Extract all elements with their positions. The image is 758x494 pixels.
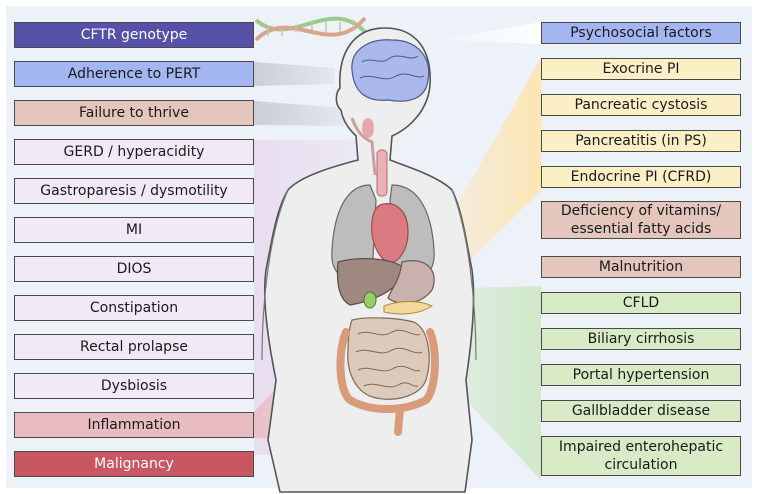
- factor-label: Deficiency of vitamins/ essential fatty …: [560, 203, 722, 237]
- factor-label: Inflammation: [87, 417, 181, 433]
- arm-left: [261, 189, 289, 361]
- factor-constipation: Constipation: [14, 295, 254, 321]
- rectum: [394, 404, 404, 436]
- factor-dysbiosis: Dysbiosis: [14, 373, 254, 399]
- factor-label: GERD / hyperacidity: [63, 144, 205, 160]
- beam-failure-to-thrive: [254, 101, 345, 126]
- factor-label: Pancreatitis (in PS): [575, 133, 707, 149]
- colon: [336, 328, 439, 413]
- factor-pancreatic-cystosis: Pancreatic cystosis: [541, 94, 741, 116]
- factor-cftr-genotype: CFTR genotype: [14, 22, 254, 48]
- dna-icon: [254, 16, 367, 42]
- factor-adherence-to-pert: Adherence to PERT: [14, 61, 254, 87]
- factor-malignancy: Malignancy: [14, 451, 254, 477]
- factor-portal-hypertension: Portal hypertension: [541, 364, 741, 386]
- factor-endocrine-pi: Endocrine PI (CFRD): [541, 166, 741, 188]
- factor-enterohepatic-circulation: Impaired enterohepatic circulation: [541, 436, 741, 476]
- factor-label: Adherence to PERT: [67, 66, 201, 82]
- factor-label: MI: [125, 222, 143, 238]
- gallbladder: [363, 291, 377, 309]
- factor-gallbladder-disease: Gallbladder disease: [541, 400, 741, 422]
- factor-cfld: CFLD: [541, 292, 741, 314]
- airway: [350, 117, 377, 176]
- factor-gerd: GERD / hyperacidity: [14, 139, 254, 165]
- factor-label: Biliary cirrhosis: [587, 331, 695, 347]
- factor-vitamin-deficiency: Deficiency of vitamins/ essential fatty …: [541, 201, 741, 239]
- factor-mi: MI: [14, 217, 254, 243]
- factor-label: Dysbiosis: [100, 378, 168, 394]
- factor-failure-to-thrive: Failure to thrive: [14, 100, 254, 126]
- pancreas: [383, 301, 433, 315]
- liver: [336, 258, 405, 306]
- factor-label: Malnutrition: [598, 259, 684, 275]
- factor-rectal-prolapse: Rectal prolapse: [14, 334, 254, 360]
- brain: [351, 39, 430, 102]
- factor-dios: DIOS: [14, 256, 254, 282]
- factor-gastroparesis: Gastroparesis / dysmotility: [14, 178, 254, 204]
- factor-malnutrition: Malnutrition: [541, 256, 741, 278]
- factor-psychosocial: Psychosocial factors: [541, 22, 741, 44]
- factor-label: Psychosocial factors: [570, 25, 712, 41]
- factor-label: DIOS: [116, 261, 152, 277]
- factor-label: Failure to thrive: [79, 105, 189, 121]
- beam-pert: [254, 62, 335, 86]
- factor-pancreatitis: Pancreatitis (in PS): [541, 130, 741, 152]
- factor-label: Rectal prolapse: [80, 339, 188, 355]
- factor-label: Pancreatic cystosis: [574, 97, 708, 113]
- throat: [362, 118, 374, 138]
- factor-inflammation: Inflammation: [14, 412, 254, 438]
- factor-label: Exocrine PI: [602, 61, 680, 77]
- factor-label: Impaired enterohepatic circulation: [558, 439, 724, 473]
- small-intestine: [347, 317, 430, 400]
- factor-label: Constipation: [89, 300, 179, 316]
- factor-label: Malignancy: [94, 456, 174, 472]
- factor-biliary-cirrhosis: Biliary cirrhosis: [541, 328, 741, 350]
- factor-exocrine-pi: Exocrine PI: [541, 58, 741, 80]
- factor-label: Portal hypertension: [572, 367, 710, 383]
- factor-label: CFLD: [622, 295, 660, 311]
- factor-label: Endocrine PI (CFRD): [570, 169, 712, 185]
- arm-right: [451, 189, 477, 361]
- factor-label: CFTR genotype: [80, 27, 188, 43]
- factor-label: Gastroparesis / dysmotility: [40, 183, 228, 199]
- factor-label: Gallbladder disease: [571, 403, 711, 419]
- trachea: [376, 149, 388, 197]
- beam-psychosocial: [440, 22, 541, 44]
